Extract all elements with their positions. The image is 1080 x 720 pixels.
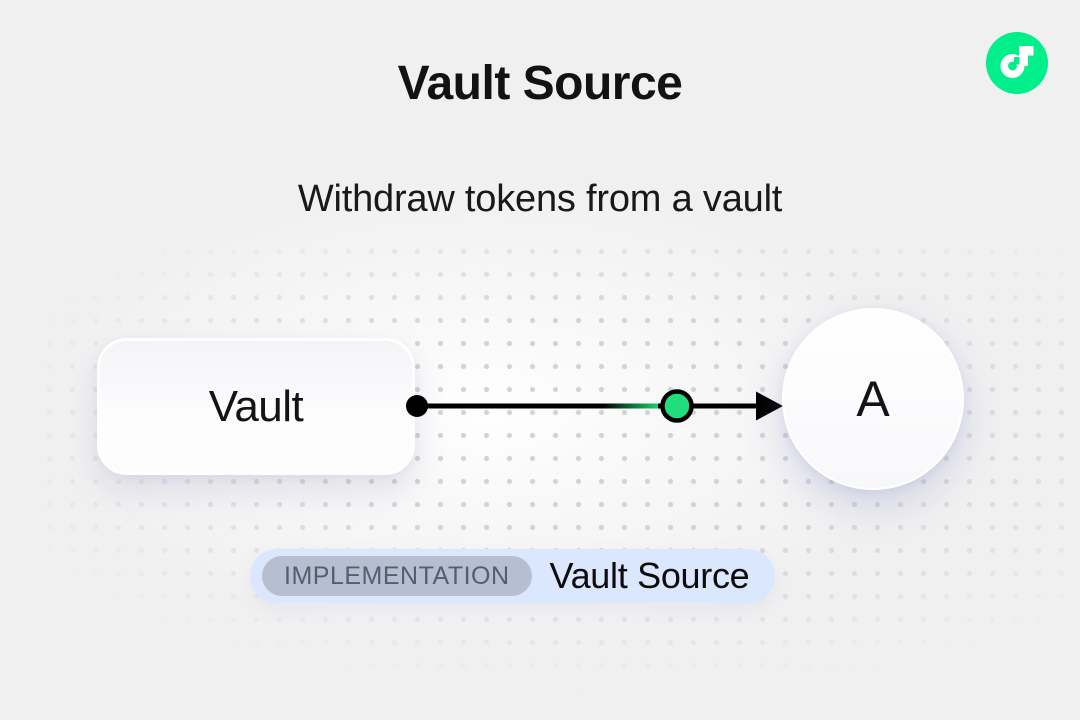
edge-line-green-fade: [603, 403, 658, 409]
vault-node: Vault: [97, 338, 415, 475]
edge-start-dot: [406, 395, 428, 417]
badge-label: Vault Source: [549, 555, 750, 596]
recipient-node: A: [782, 308, 964, 490]
edge-arrow: [406, 389, 783, 423]
page-title: Vault Source: [397, 57, 683, 110]
page-subtitle: Withdraw tokens from a vault: [297, 178, 783, 220]
implementation-badge: IMPLEMENTATION Vault Source: [250, 549, 776, 603]
vault-node-label: Vault: [208, 381, 304, 431]
implementation-tag: IMPLEMENTATION: [262, 556, 532, 596]
flow-icon: [986, 32, 1048, 94]
token-marker: [660, 389, 694, 423]
recipient-node-label: A: [856, 371, 890, 427]
arrowhead-icon: [756, 391, 783, 421]
flow-logo: [986, 32, 1048, 94]
